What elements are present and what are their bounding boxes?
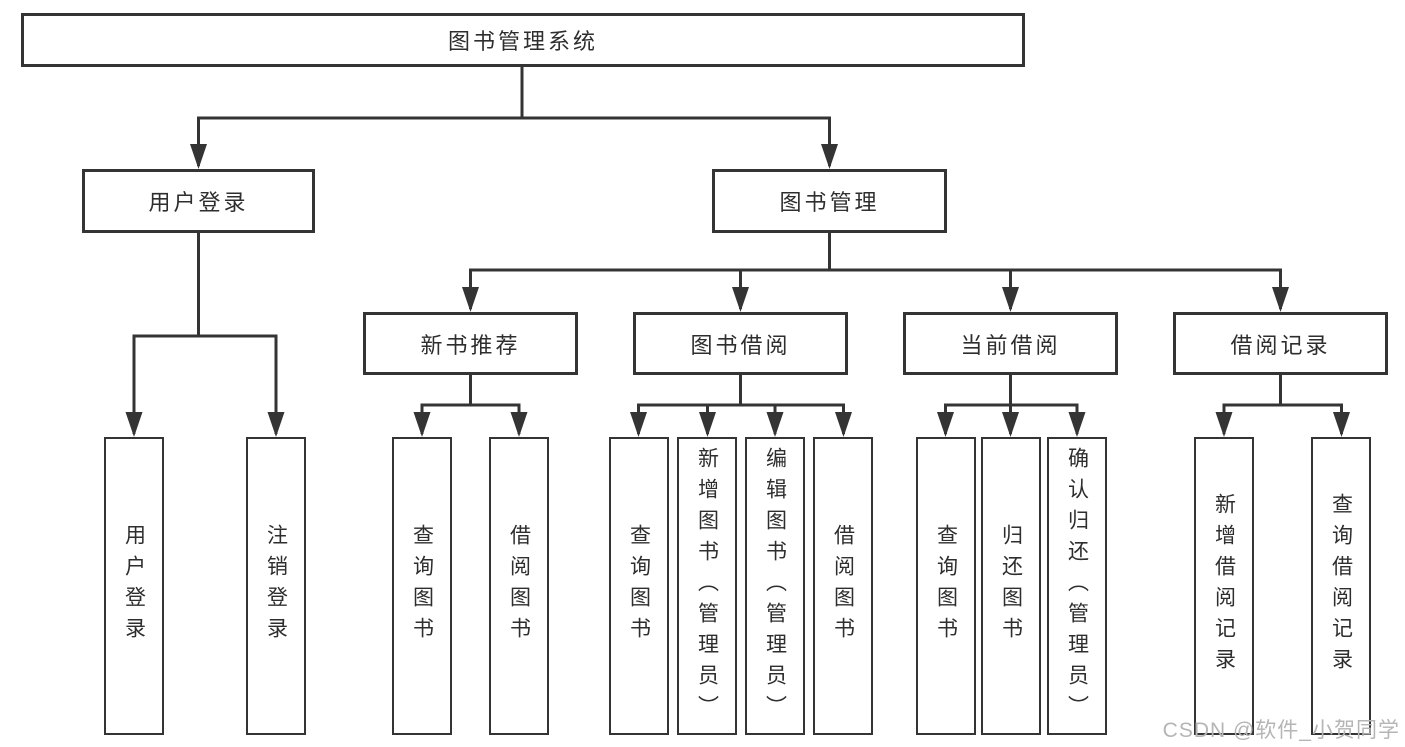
leaf-logout-label: 注销登录 (264, 524, 288, 648)
node-user-login-label: 用户登录 (148, 190, 249, 215)
node-new-book-recommend-label: 新书推荐 (420, 332, 521, 358)
node-book-management: 图书管理 (712, 169, 947, 233)
leaf-logout: 注销登录 (246, 437, 306, 735)
leaf-query-books-current-label: 查询图书 (934, 524, 958, 648)
leaf-query-books-recommend: 查询图书 (392, 437, 452, 735)
csdn-watermark: CSDN @软件_小贺同学 (1162, 719, 1400, 742)
leaf-add-book-admin-label: 新增图书（管理员） (695, 446, 719, 726)
leaf-query-books-recommend-label: 查询图书 (410, 524, 434, 648)
leaf-borrow-books-recommend-label: 借阅图书 (507, 524, 531, 648)
leaf-query-books-borrow-label: 查询图书 (627, 524, 651, 648)
leaf-query-borrow-record: 查询借阅记录 (1311, 437, 1371, 735)
leaf-return-books: 归还图书 (981, 437, 1041, 735)
leaf-query-books-current: 查询图书 (916, 437, 976, 735)
leaf-add-borrow-record-label: 新增借阅记录 (1212, 493, 1236, 679)
leaf-borrow-books-recommend: 借阅图书 (489, 437, 549, 735)
node-user-login: 用户登录 (82, 169, 315, 233)
leaf-user-login: 用户登录 (104, 437, 164, 735)
leaf-add-borrow-record: 新增借阅记录 (1194, 437, 1254, 735)
leaf-query-books-borrow: 查询图书 (609, 437, 669, 735)
node-borrow-records-label: 借阅记录 (1230, 332, 1331, 358)
node-book-borrow: 图书借阅 (633, 312, 848, 375)
leaf-return-books-label: 归还图书 (999, 524, 1023, 648)
node-book-borrow-label: 图书借阅 (690, 332, 791, 358)
node-root-label: 图书管理系统 (447, 29, 598, 54)
node-current-borrow: 当前借阅 (903, 312, 1118, 375)
leaf-confirm-return-admin-label: 确认归还（管理员） (1065, 446, 1089, 726)
leaf-add-book-admin: 新增图书（管理员） (677, 437, 737, 735)
leaf-borrow-books: 借阅图书 (813, 437, 873, 735)
leaf-query-borrow-record-label: 查询借阅记录 (1329, 493, 1353, 679)
node-borrow-records: 借阅记录 (1173, 312, 1388, 375)
node-book-management-label: 图书管理 (779, 190, 880, 215)
leaf-confirm-return-admin: 确认归还（管理员） (1047, 437, 1107, 735)
arrowheads (125, 144, 1350, 437)
leaf-borrow-books-label: 借阅图书 (831, 524, 855, 648)
leaf-edit-book-admin: 编辑图书（管理员） (745, 437, 805, 735)
node-current-borrow-label: 当前借阅 (960, 332, 1061, 358)
leaf-user-login-label: 用户登录 (122, 524, 146, 648)
node-new-book-recommend: 新书推荐 (363, 312, 578, 375)
leaf-edit-book-admin-label: 编辑图书（管理员） (763, 446, 787, 726)
node-root: 图书管理系统 (21, 13, 1025, 67)
